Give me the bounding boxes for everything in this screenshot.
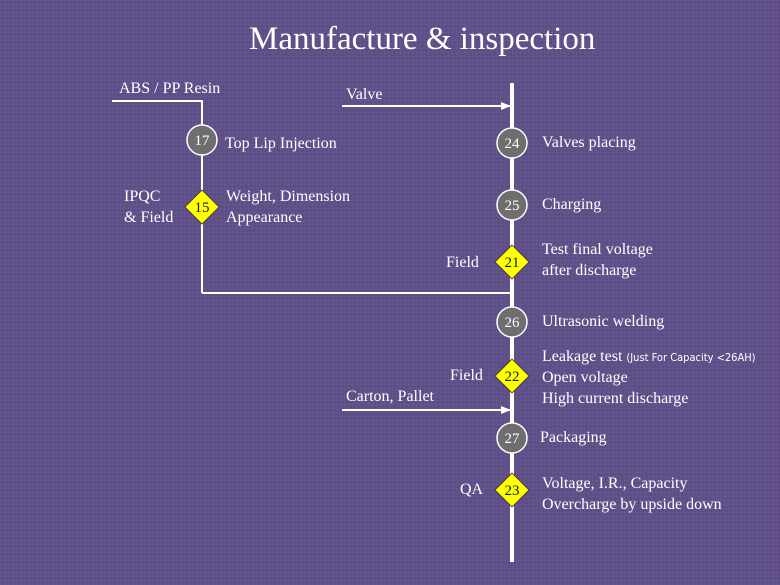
step-27-number: 27 — [505, 431, 521, 447]
step-15-side-label-line2: & Field — [124, 209, 174, 226]
step-22-inspection-node: 22 — [494, 358, 530, 394]
step-22-label-main: Leakage test — [542, 348, 627, 365]
step-15-inspection-node: 15 — [184, 189, 220, 225]
step-23-side-label: QA — [460, 481, 484, 498]
step-22-number: 22 — [505, 369, 520, 385]
step-21-label-line2: after discharge — [542, 262, 637, 279]
step-24-number: 24 — [505, 136, 521, 152]
step-22-label-line2: Open voltage — [542, 369, 628, 386]
step-22-label-line3: High current discharge — [542, 390, 689, 407]
step-21-label-line1: Test final voltage — [542, 241, 653, 258]
page-title: Manufacture & inspection — [249, 21, 596, 57]
step-15-label-line1: Weight, Dimension — [226, 188, 351, 205]
step-26-label: Ultrasonic welding — [542, 313, 665, 330]
step-17-label: Top Lip Injection — [225, 135, 337, 152]
step-21-inspection-node: 21 — [494, 244, 530, 280]
step-15-side-label-line1: IPQC — [124, 188, 161, 205]
step-23-number: 23 — [505, 483, 520, 499]
step-15-label-line2: Appearance — [226, 209, 303, 226]
step-22-side-label: Field — [450, 367, 483, 384]
step-26-number: 26 — [505, 315, 521, 331]
step-24-node: 24 — [496, 127, 528, 159]
step-15-number: 15 — [195, 200, 210, 216]
step-27-node: 27 — [496, 422, 528, 454]
step-27-label: Packaging — [540, 429, 607, 446]
step-25-number: 25 — [505, 198, 520, 214]
step-24-label: Valves placing — [542, 134, 636, 151]
step-21-side-label: Field — [446, 254, 479, 271]
resin-input-label: ABS / PP Resin — [119, 80, 221, 97]
valve-input-label: Valve — [346, 86, 383, 103]
step-17-node: 17 — [186, 124, 218, 156]
carton-input-label: Carton, Pallet — [346, 388, 434, 405]
step-23-label-line1: Voltage, I.R., Capacity — [542, 475, 688, 492]
step-17-number: 17 — [195, 133, 211, 149]
step-23-label-line2: Overcharge by upside down — [542, 496, 722, 513]
step-23-inspection-node: 23 — [494, 472, 530, 508]
step-25-node: 25 — [496, 189, 528, 221]
step-21-number: 21 — [505, 255, 520, 271]
step-22-label-line1: Leakage test (Just For Capacity <26AH) — [542, 346, 756, 368]
step-25-label: Charging — [542, 196, 602, 213]
step-22-capacity-note: (Just For Capacity <26AH) — [626, 351, 756, 364]
step-26-node: 26 — [496, 306, 528, 338]
